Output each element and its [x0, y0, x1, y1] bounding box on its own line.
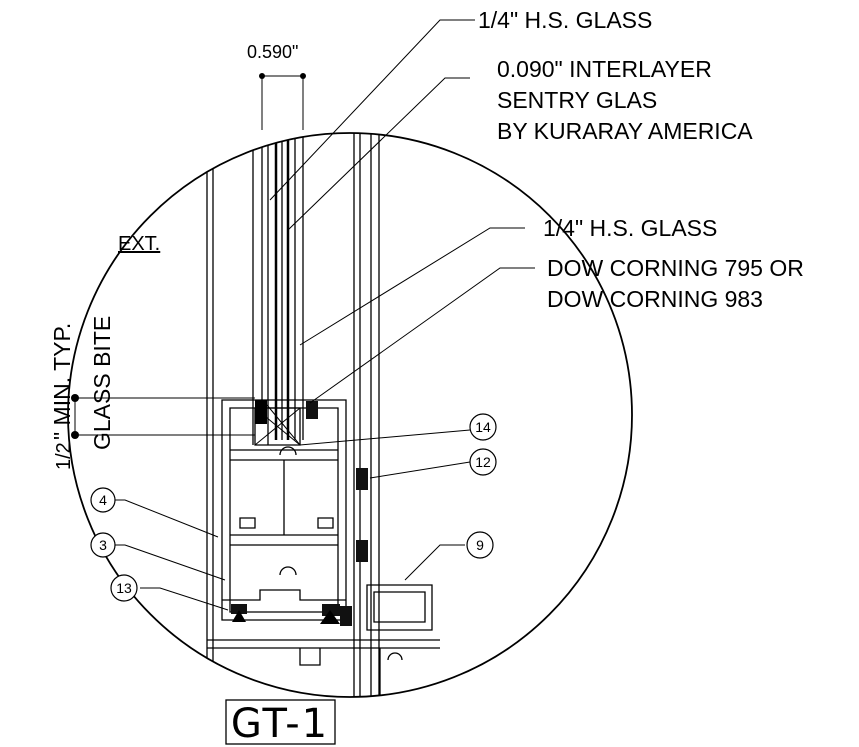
label-glass-bottom: 1/4" H.S. GLASS	[543, 215, 717, 241]
label-interlayer-3: BY KURARAY AMERICA	[497, 118, 753, 144]
svg-text:12: 12	[475, 454, 491, 470]
svg-text:" MIN. TYP.: " MIN. TYP.	[49, 323, 75, 440]
callout-12: 12	[469, 448, 497, 476]
label-sealant-2: DOW CORNING 983	[547, 286, 763, 312]
laminated-glass	[252, 133, 304, 445]
callout-4: 4	[90, 487, 116, 513]
label-glass-bite: 1/2 " MIN. TYP. GLASS BITE	[49, 316, 115, 470]
frame-extrusion	[221, 399, 347, 621]
svg-text:1/2: 1/2	[53, 442, 75, 470]
label-exterior: EXT.	[118, 233, 160, 255]
dimension-0590	[259, 73, 306, 130]
svg-text:4: 4	[99, 492, 107, 508]
dimension-label: 0.590"	[247, 42, 298, 62]
label-interlayer-2: SENTRY GLAS	[497, 87, 657, 113]
detail-title: GT-1	[225, 699, 336, 747]
callout-13: 13	[110, 574, 138, 602]
svg-text:14: 14	[475, 419, 491, 435]
svg-text:3: 3	[99, 537, 107, 553]
label-glass-top: 1/4" H.S. GLASS	[478, 7, 652, 33]
label-sealant-1: DOW CORNING 795 OR	[547, 255, 804, 281]
leader-lines	[71, 19, 535, 611]
svg-text:GT-1: GT-1	[231, 701, 329, 747]
detail-circle	[67, 132, 633, 698]
svg-text:9: 9	[476, 537, 484, 553]
label-interlayer-1: 0.090" INTERLAYER	[497, 56, 712, 82]
callout-3: 3	[90, 532, 116, 558]
callout-9: 9	[466, 531, 494, 559]
svg-text:13: 13	[116, 580, 132, 596]
callout-14: 14	[469, 413, 497, 441]
svg-text:GLASS BITE: GLASS BITE	[89, 316, 115, 450]
section-geometry	[206, 133, 440, 697]
